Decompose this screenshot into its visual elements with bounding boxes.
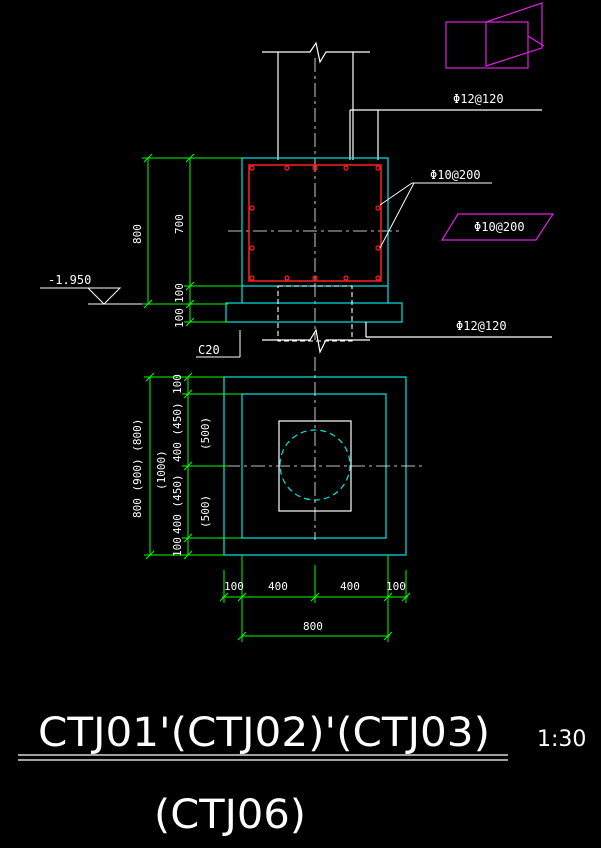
dim-section-base: 100 bbox=[173, 308, 186, 328]
beam-stirrup bbox=[248, 164, 382, 282]
plan-left-dimensions bbox=[144, 372, 242, 560]
stirrup-label: Φ10@200 bbox=[430, 168, 481, 182]
section-mark-symbol bbox=[445, 2, 545, 69]
dim-plan-bottom-margin: 100 bbox=[171, 537, 184, 557]
dim-plan-total-width: 800 bbox=[303, 620, 323, 633]
dim-section-total: 800 bbox=[131, 224, 144, 244]
dim-plan-bottom-half: 400 (450) bbox=[171, 474, 184, 534]
concrete-grade-label: C20 bbox=[198, 343, 220, 357]
dim-plan-right-half: 400 bbox=[340, 580, 360, 593]
lower-column-break bbox=[262, 322, 552, 354]
dim-plan-a: (1000) bbox=[155, 450, 168, 490]
stirrup-leader bbox=[379, 182, 492, 249]
dim-plan-top-half-alt: (500) bbox=[199, 417, 212, 450]
rebar-bottom-label: Φ12@120 bbox=[456, 319, 507, 333]
drawing-subtitle: (CTJ06) bbox=[154, 792, 306, 838]
dim-plan-bottom-half-alt: (500) bbox=[199, 495, 212, 528]
elevation-label: -1.950 bbox=[48, 273, 91, 287]
section-dimensions bbox=[142, 153, 242, 327]
drawing-scale: 1:30 bbox=[537, 727, 586, 752]
stirrup-shape-symbol bbox=[440, 213, 555, 241]
drawing-title: CTJ01'(CTJ02)'(CTJ03) bbox=[38, 710, 490, 756]
elevation-symbol bbox=[40, 287, 228, 305]
column-outline bbox=[262, 41, 542, 160]
dim-plan-top-half: 400 (450) bbox=[171, 402, 184, 462]
dim-plan-top-margin: 100 bbox=[171, 374, 184, 394]
dim-plan-total: 800 (900) (800) bbox=[131, 419, 144, 518]
dim-plan-right-margin: 100 bbox=[386, 580, 406, 593]
dim-section-upper: 700 bbox=[173, 214, 186, 234]
rebar-top-label: Φ12@120 bbox=[453, 92, 504, 106]
stirrup-symbol-label: Φ10@200 bbox=[474, 220, 525, 234]
title-underline bbox=[18, 754, 508, 761]
dim-plan-left-margin: 100 bbox=[224, 580, 244, 593]
dim-plan-left-half: 400 bbox=[268, 580, 288, 593]
rebar-dots bbox=[249, 165, 381, 281]
dim-section-lower: 100 bbox=[173, 283, 186, 303]
plan-bottom-dimensions bbox=[219, 555, 411, 642]
footing-base bbox=[225, 286, 403, 323]
pedestal-dashed bbox=[277, 285, 353, 342]
concrete-leader bbox=[196, 330, 241, 358]
